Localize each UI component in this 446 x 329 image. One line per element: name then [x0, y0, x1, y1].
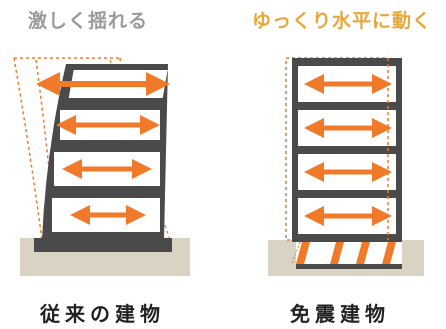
base-right	[296, 264, 402, 269]
conventional-building-label: 従来の建物	[40, 302, 165, 326]
conventional-building	[13, 57, 190, 276]
isolated-motion-label: ゆっくり水平に動く	[252, 10, 433, 32]
conventional-motion-label: 激しく揺れる	[28, 10, 149, 32]
isolated-building	[268, 57, 424, 276]
isolators	[291, 241, 396, 265]
base-left	[34, 238, 172, 252]
isolated-building-label: 免震建物	[290, 302, 390, 326]
sway-outline-left	[13, 57, 57, 241]
